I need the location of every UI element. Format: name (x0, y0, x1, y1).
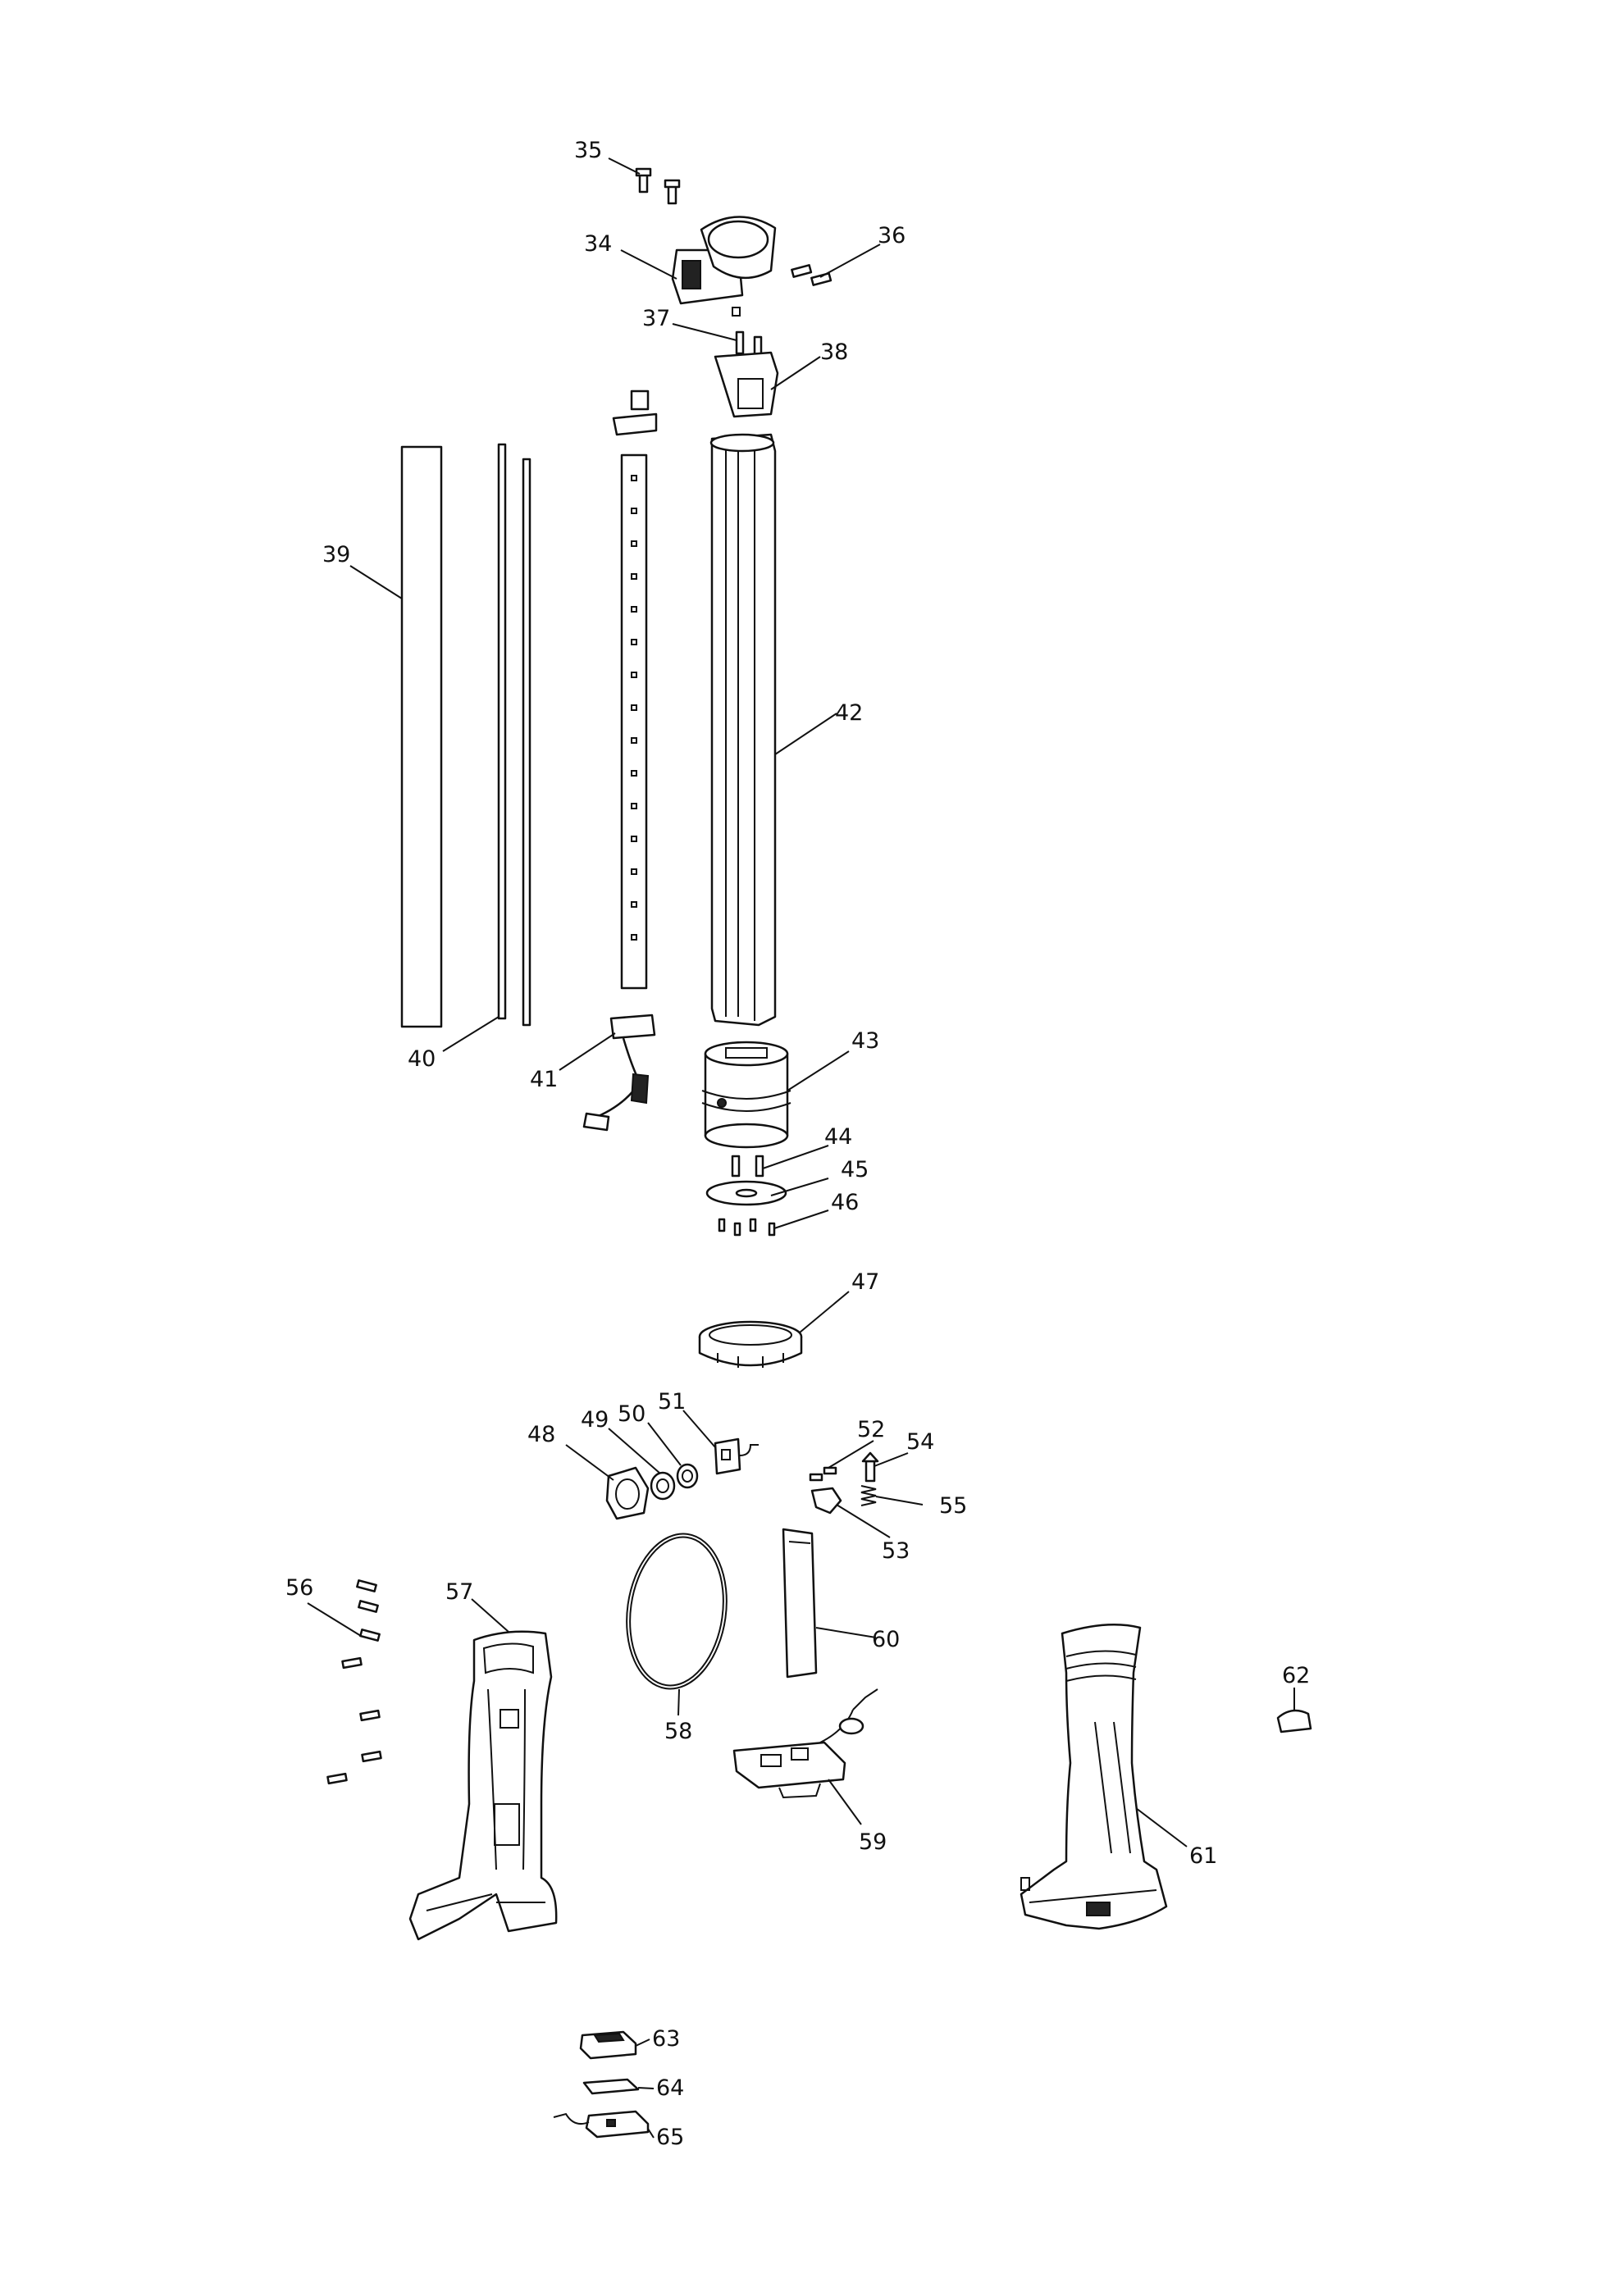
part-49-knob (650, 1471, 676, 1501)
part-53-lever (810, 1487, 842, 1515)
part-40-rods (497, 443, 531, 1027)
label-53: 53 (882, 1538, 910, 1564)
label-36: 36 (878, 223, 906, 248)
part-43-collar (701, 1041, 791, 1149)
label-61: 61 (1189, 1843, 1217, 1869)
part-64-pad (582, 2078, 640, 2095)
label-40: 40 (408, 1046, 436, 1072)
part-58-o-ring (626, 1533, 728, 1690)
label-50: 50 (618, 1401, 645, 1427)
label-34: 34 (584, 231, 612, 257)
label-62: 62 (1282, 1663, 1310, 1688)
part-61-housing-half (1020, 1624, 1168, 1930)
part-42-column (709, 433, 777, 1027)
label-38: 38 (820, 339, 848, 365)
part-65-button-board (553, 2110, 650, 2139)
label-54: 54 (906, 1429, 934, 1455)
part-54-pin (861, 1451, 879, 1483)
label-60: 60 (872, 1627, 900, 1652)
part-46-screws (718, 1218, 776, 1237)
label-42: 42 (835, 700, 863, 726)
label-49: 49 (581, 1407, 609, 1433)
part-57-housing-half (408, 1630, 558, 1941)
part-63-button (579, 2030, 637, 2060)
part-60-side-cover (782, 1528, 818, 1679)
label-58: 58 (664, 1719, 692, 1744)
part-34-head-housing (671, 216, 777, 317)
label-52: 52 (857, 1417, 885, 1442)
label-55: 55 (939, 1493, 967, 1519)
label-46: 46 (831, 1190, 859, 1215)
part-36-screws (791, 264, 833, 286)
label-35: 35 (574, 138, 602, 163)
part-number-labels: 35 34 36 37 38 39 42 40 41 43 44 45 46 4… (285, 138, 1310, 2150)
part-41-led-board (582, 390, 658, 1132)
part-47-ring-nut (698, 1320, 803, 1368)
part-51-switch-board (714, 1437, 759, 1475)
label-43: 43 (851, 1028, 879, 1054)
label-65: 65 (656, 2125, 684, 2150)
label-39: 39 (322, 542, 350, 567)
part-38-bracket (714, 351, 779, 418)
part-52-screws (809, 1466, 837, 1482)
part-44-screws (731, 1155, 764, 1178)
label-48: 48 (527, 1422, 555, 1447)
label-45: 45 (841, 1157, 869, 1182)
label-51: 51 (658, 1389, 686, 1414)
label-56: 56 (285, 1575, 313, 1601)
label-59: 59 (859, 1829, 887, 1855)
label-57: 57 (445, 1579, 473, 1605)
label-44: 44 (824, 1124, 852, 1150)
label-41: 41 (530, 1067, 558, 1092)
label-47: 47 (851, 1269, 879, 1295)
part-39-lens-cover (400, 445, 443, 1028)
label-64: 64 (656, 2075, 684, 2101)
part-62-clip (1276, 1709, 1312, 1733)
part-55-spring (860, 1485, 877, 1506)
label-63: 63 (652, 2026, 680, 2052)
part-56-screws (326, 1579, 382, 1785)
part-50-knob-cap (676, 1463, 699, 1489)
label-37: 37 (642, 306, 670, 331)
part-35-screws (635, 167, 681, 205)
part-48-switch-base (605, 1466, 650, 1520)
leader-lines (307, 157, 1295, 2139)
part-59-controller-board (732, 1688, 878, 1799)
part-45-plate (705, 1180, 787, 1206)
